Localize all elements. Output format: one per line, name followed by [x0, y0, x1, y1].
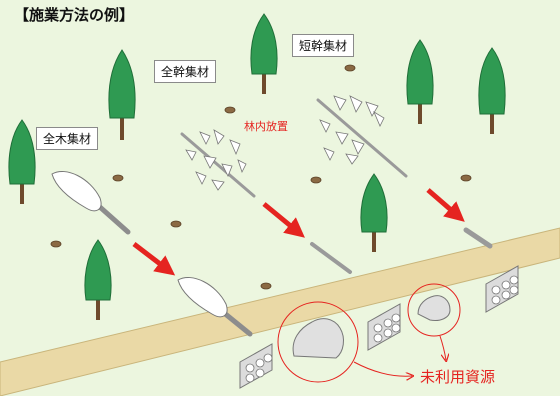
unused-resource-highlight: [407, 283, 461, 337]
tree: [478, 47, 506, 134]
stump: [170, 220, 182, 228]
short-log-branches: [316, 95, 408, 178]
stump: [310, 176, 322, 184]
short-log: [463, 227, 493, 249]
pointer-arrow: [439, 335, 446, 360]
label-whole-stem: 全幹集材: [154, 60, 217, 83]
label-left-in-forest: 林内放置: [244, 120, 288, 133]
log-pile: [239, 343, 273, 389]
tree: [84, 239, 112, 320]
log-pile: [485, 265, 519, 313]
residue-pile: [292, 318, 344, 359]
forest-road: [0, 227, 560, 397]
unused-resource-highlight: [277, 301, 359, 383]
residue-pile: [417, 295, 451, 321]
flow-arrow: [132, 242, 176, 276]
tree: [360, 173, 388, 252]
stump: [50, 240, 62, 248]
label-unused-resource: 未利用資源: [420, 368, 496, 386]
whole-tree-log: [177, 277, 253, 337]
label-short-log: 短幹集材: [292, 34, 355, 57]
whole-tree-log: [51, 171, 131, 235]
tree: [406, 39, 434, 124]
stump: [224, 106, 236, 114]
flow-arrow: [426, 188, 465, 222]
tree: [8, 119, 36, 204]
tree: [250, 13, 278, 94]
whole-stem-log: [180, 129, 256, 198]
tree: [108, 49, 136, 140]
whole-stem-log: [310, 242, 352, 274]
stump: [344, 64, 356, 72]
page-title: 【施業方法の例】: [14, 6, 135, 24]
label-whole-tree: 全木集材: [36, 127, 99, 150]
pointer-arrow: [353, 361, 412, 376]
stump: [112, 174, 124, 182]
stump: [260, 282, 272, 290]
log-pile: [367, 303, 401, 351]
stump: [460, 174, 472, 182]
flow-arrow: [262, 202, 305, 238]
